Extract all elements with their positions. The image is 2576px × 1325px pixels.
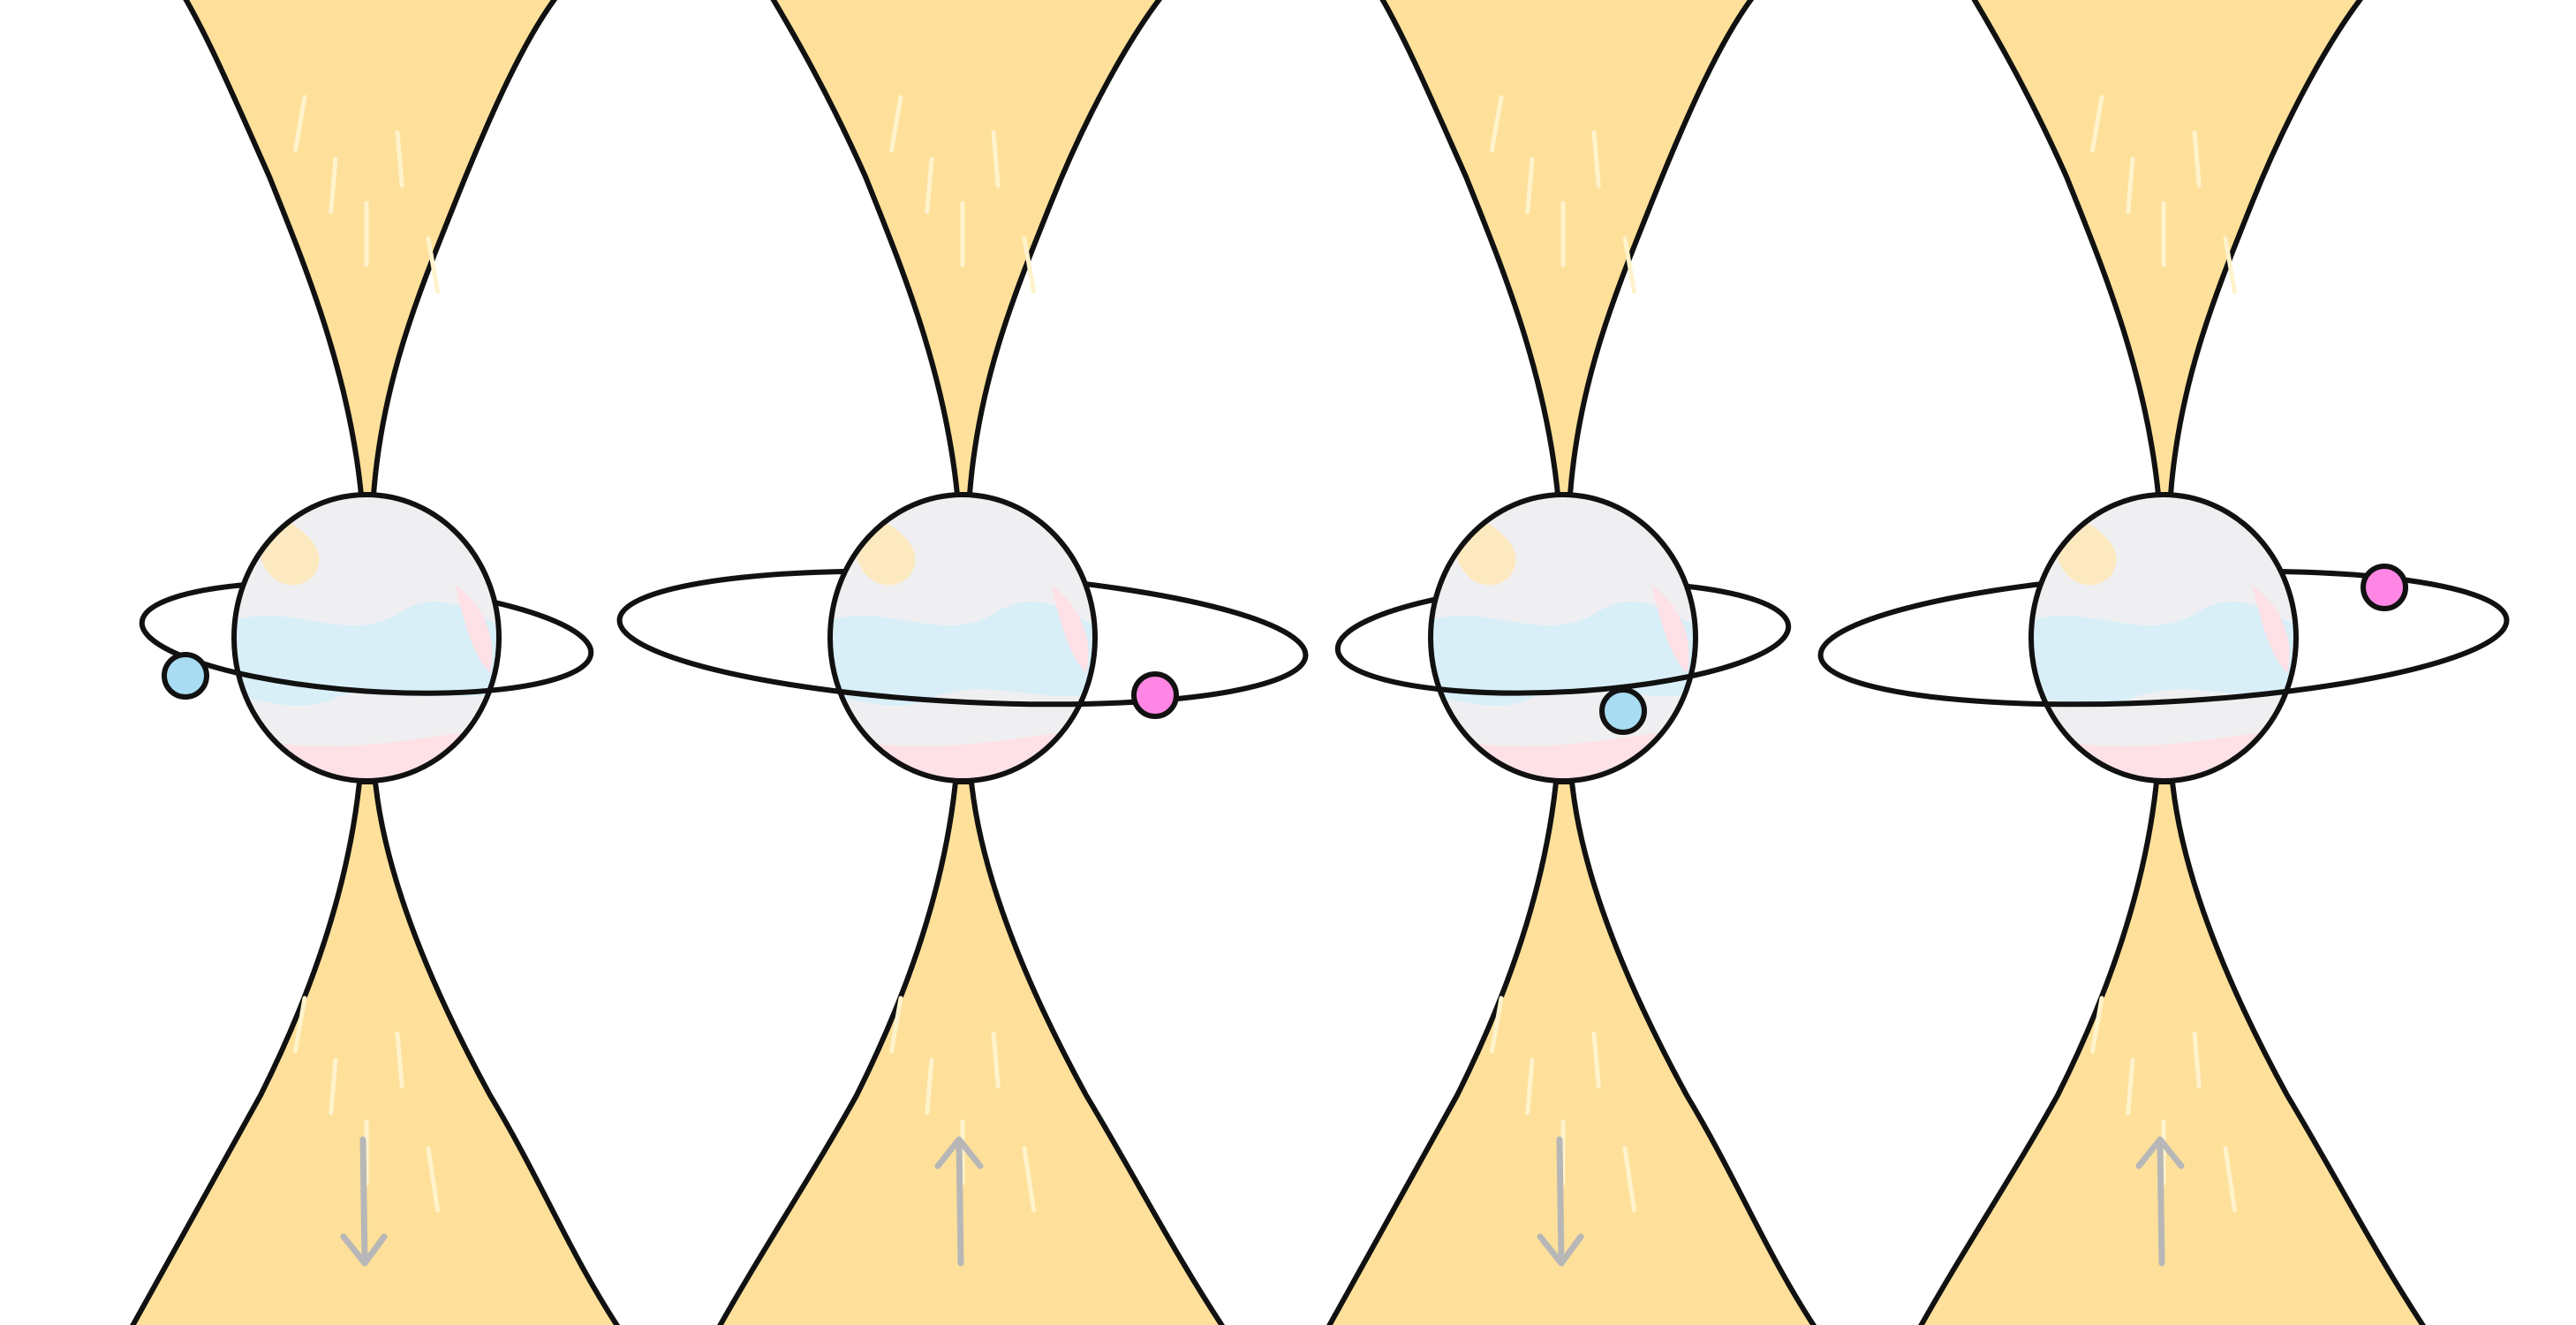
beam-streak xyxy=(2126,1057,2135,1116)
beam-streak xyxy=(2223,236,2237,294)
beam-streak xyxy=(1622,236,1636,294)
beam-streak xyxy=(889,996,903,1054)
beam-streak xyxy=(1525,156,1535,215)
companion-pink xyxy=(2361,564,2408,611)
neutron-star xyxy=(231,492,502,784)
beam-streak xyxy=(925,156,934,215)
neutron-star xyxy=(827,492,1098,784)
beam-streak xyxy=(2126,156,2135,215)
upper-beam xyxy=(1971,0,2364,497)
orbit-ring-front xyxy=(1334,635,1787,696)
lower-beam xyxy=(1918,779,2427,1325)
panel-4 xyxy=(1817,0,2510,1325)
beam-streak xyxy=(329,1057,338,1116)
beam-streak xyxy=(1490,95,1504,153)
lower-beam xyxy=(1326,779,1817,1325)
beam-streak xyxy=(293,95,307,153)
arrow-down-icon xyxy=(340,1136,388,1267)
neutron-star xyxy=(2028,492,2299,784)
beam-streak xyxy=(2192,130,2202,188)
beam-streak xyxy=(395,1031,404,1089)
companion-blue xyxy=(1599,687,1647,735)
orbit-ring-front xyxy=(1817,635,2497,708)
neutron-star xyxy=(1428,492,1698,784)
beam-streak xyxy=(991,1031,1001,1089)
beam-streak xyxy=(329,156,338,215)
beam-streak xyxy=(1022,1146,1036,1213)
arrow-down-icon xyxy=(1537,1136,1584,1267)
beam-streak xyxy=(2223,1146,2237,1213)
beam-streak xyxy=(426,236,440,294)
arrow-up-icon xyxy=(934,1136,984,1267)
orbit-ring-front xyxy=(629,635,1309,708)
beam-streak xyxy=(293,996,307,1054)
beam-streak xyxy=(395,130,404,188)
panel-2 xyxy=(616,0,1309,1325)
beam-streak xyxy=(991,130,1001,188)
beam-streak xyxy=(1022,236,1036,294)
lower-beam xyxy=(717,779,1226,1325)
upper-beam xyxy=(183,0,558,497)
panel-1 xyxy=(130,0,621,1325)
beam-streak xyxy=(2090,996,2104,1054)
arrow-up-icon xyxy=(2135,1136,2185,1267)
beam-streak xyxy=(1591,130,1601,188)
upper-beam xyxy=(1379,0,1755,497)
beam-streak xyxy=(2192,1031,2202,1089)
beam-streak xyxy=(889,95,903,153)
beam-streak xyxy=(426,1146,440,1213)
upper-beam xyxy=(770,0,1163,497)
beam-streak xyxy=(925,1057,934,1116)
companion-blue xyxy=(162,652,209,700)
beam-streak xyxy=(1525,1057,1535,1116)
panel-3 xyxy=(1326,0,1817,1325)
lower-beam xyxy=(130,779,621,1325)
companion-pink xyxy=(1131,671,1179,719)
beam-streak xyxy=(1622,1146,1636,1213)
beam-streak xyxy=(2090,95,2104,153)
beam-streak xyxy=(1591,1031,1601,1089)
beam-streak xyxy=(1490,996,1504,1054)
